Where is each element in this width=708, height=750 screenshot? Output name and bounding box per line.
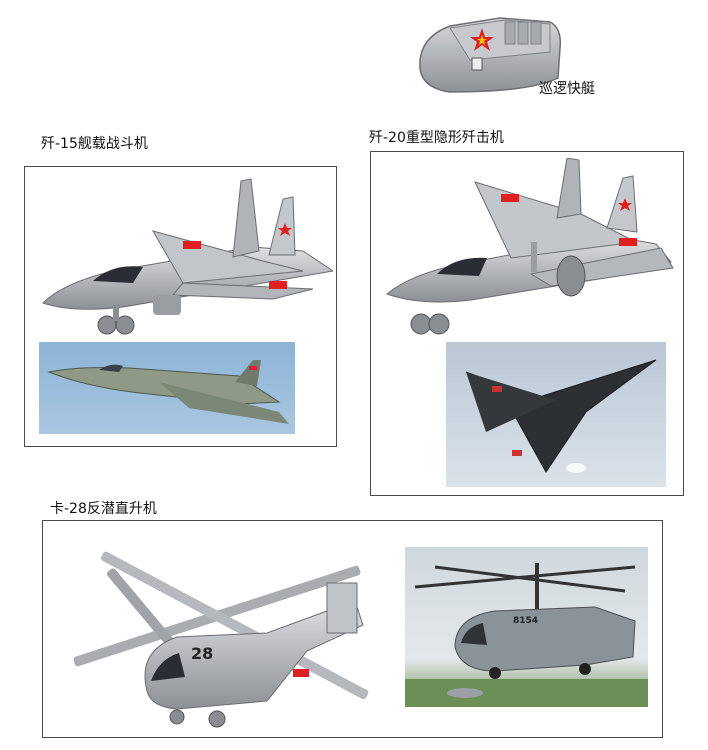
ka28-label: 卡-28反潜直升机: [50, 501, 157, 517]
ka28-frame: 28 8154: [42, 520, 663, 738]
j15-photo: [39, 342, 295, 434]
j15-toy-icon: [33, 171, 333, 341]
j20-frame: [370, 151, 684, 496]
ka28-toy-icon: 28: [67, 541, 397, 733]
j20-toy-icon: [381, 158, 681, 340]
patrol-boat-toy-icon: [410, 8, 570, 98]
ka28-photo: 8154: [405, 547, 648, 707]
j15-label: 歼-15舰载战斗机: [41, 136, 148, 152]
ka28-tail-number: 8154: [513, 616, 538, 626]
ka28-rotor-number: 28: [191, 644, 213, 663]
j20-label: 歼-20重型隐形歼击机: [369, 130, 504, 146]
boat-label: 巡逻快艇: [539, 81, 595, 97]
j15-frame: [24, 166, 337, 447]
j20-photo: [446, 342, 666, 487]
